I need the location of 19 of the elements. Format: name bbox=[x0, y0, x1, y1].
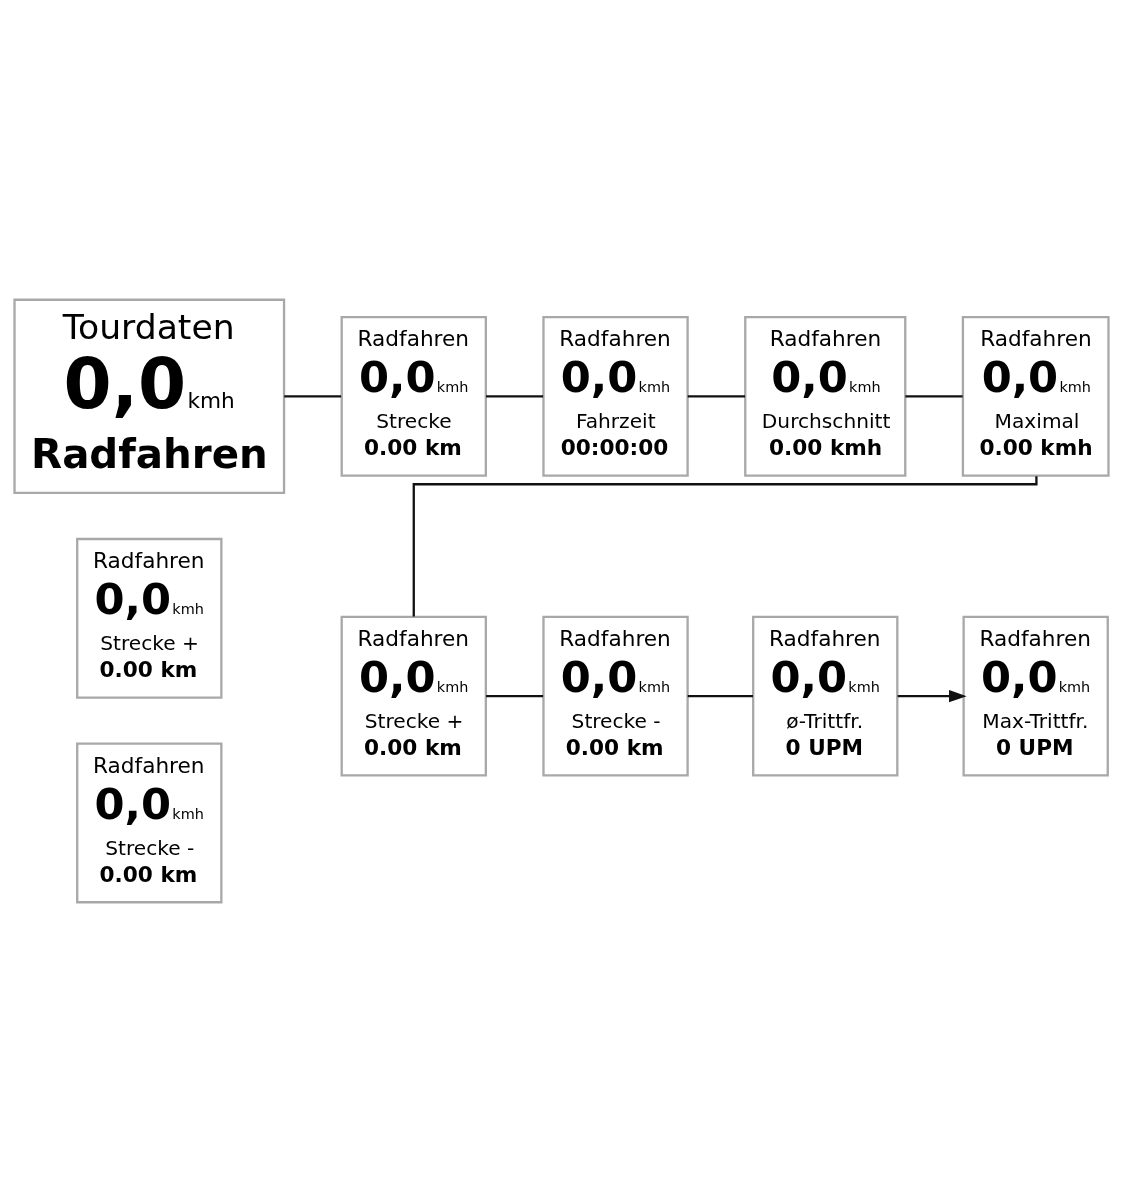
node-box: Radfahren 0,0 kmh Strecke + 0.00 km bbox=[340, 615, 487, 777]
connector bbox=[687, 694, 753, 698]
node-box: Radfahren 0,0 kmh Strecke + 0.00 km bbox=[76, 537, 223, 699]
node-box: Radfahren 0,0 kmh Strecke - 0.00 km bbox=[542, 615, 689, 777]
connector bbox=[687, 395, 746, 398]
node-box: Radfahren 0,0 kmh Fahrzeit 00:00:00 bbox=[542, 315, 689, 477]
connector bbox=[486, 395, 544, 398]
node-box: Radfahren 0,0 kmh Maximal 0.00 kmh bbox=[961, 315, 1110, 477]
arrow bbox=[897, 689, 967, 703]
connector bbox=[284, 395, 342, 398]
node-box: Radfahren 0,0 kmh ø-Trittfr. 0 UPM bbox=[752, 615, 899, 777]
node-box: Radfahren 0,0 kmh Strecke 0.00 km bbox=[340, 315, 487, 477]
node-box: Radfahren 0,0 kmh Max-Trittfr. 0 UPM bbox=[962, 615, 1109, 777]
node-box: Radfahren 0,0 kmh Durchschnitt 0.00 kmh bbox=[744, 315, 907, 477]
node-box: Tourdaten 0,0 kmh Radfahren bbox=[13, 298, 286, 495]
connector bbox=[905, 395, 963, 398]
connector bbox=[412, 476, 1038, 617]
connector bbox=[486, 694, 544, 698]
node-box: Radfahren 0,0 kmh Strecke - 0.00 km bbox=[76, 742, 223, 904]
